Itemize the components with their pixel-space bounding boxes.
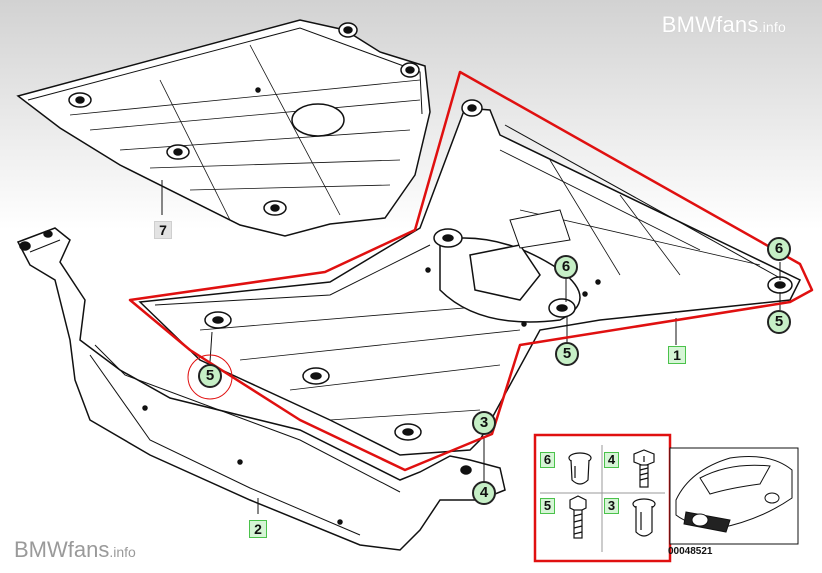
hardware-inset (533, 433, 799, 563)
watermark-bottom: BMWfans.info (14, 537, 136, 563)
watermark-bottom-suffix: .info (109, 544, 136, 560)
highlight-outline (128, 70, 814, 472)
part-label-1[interactable]: 1 (668, 346, 686, 364)
callout-6-right[interactable]: 6 (767, 237, 791, 261)
clip-nut-5 (569, 495, 587, 539)
hardware-label-4[interactable]: 4 (604, 452, 619, 468)
callout-5-left[interactable]: 5 (198, 364, 222, 388)
expansion-nut-3 (632, 498, 656, 537)
shield-panel-7 (16, 19, 431, 237)
watermark-top-suffix: .info (758, 19, 786, 35)
callout-3[interactable]: 3 (472, 411, 496, 435)
part-label-2[interactable]: 2 (249, 520, 267, 538)
part-label-7[interactable]: 7 (154, 221, 172, 239)
frame-bar-2 (16, 227, 506, 551)
watermark-bottom-main: BMWfans (14, 537, 110, 562)
car-thumbnail (675, 456, 793, 533)
watermark-top: BMWfans.info (662, 12, 786, 38)
hardware-label-6[interactable]: 6 (540, 452, 555, 468)
leader-c5-left (209, 331, 213, 363)
callout-6-center[interactable]: 6 (554, 255, 578, 279)
callout-5-center[interactable]: 5 (555, 342, 579, 366)
hardware-label-3[interactable]: 3 (604, 498, 619, 514)
underbody-shield-1 (138, 99, 802, 456)
watermark-top-main: BMWfans (661, 12, 759, 37)
clip-nut-6 (568, 452, 592, 485)
callout-5-right[interactable]: 5 (767, 310, 791, 334)
hex-bolt-4 (633, 449, 655, 488)
diagram-part-code: 00048521 (668, 546, 713, 557)
hardware-label-5[interactable]: 5 (540, 498, 555, 514)
callout-4[interactable]: 4 (472, 481, 496, 505)
highlight-circle-left (187, 354, 233, 400)
